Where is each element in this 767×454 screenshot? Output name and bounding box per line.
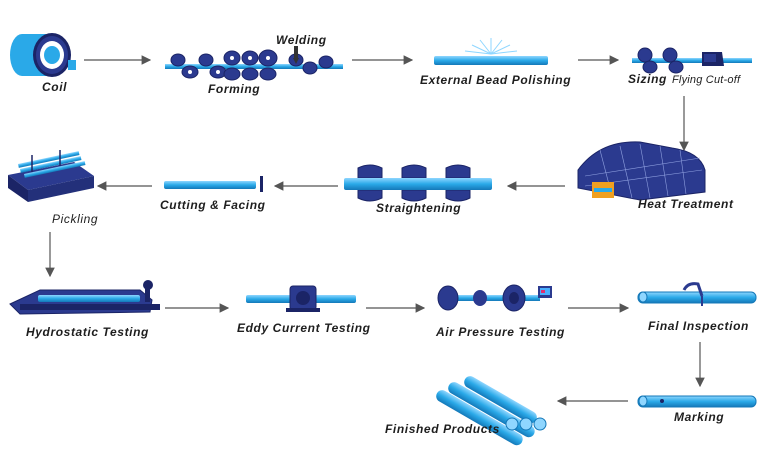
step-label-hydrostatic: Hydrostatic Testing — [26, 325, 149, 339]
step-label-eddy-current: Eddy Current Testing — [237, 321, 371, 335]
pipe-bundle-icon — [436, 376, 547, 446]
straightening-rolls-icon — [344, 164, 492, 202]
step-label-straightening: Straightening — [376, 201, 462, 215]
step-label-coil: Coil — [42, 80, 68, 94]
step-label-bead-polishing: External Bead Polishing — [420, 73, 572, 87]
forming-rolls-icon — [165, 49, 343, 81]
furnace-icon — [577, 141, 706, 201]
step-label-flying-cutoff: Flying Cut-off — [672, 74, 741, 86]
polishing-icon — [434, 38, 548, 65]
sizing-rolls-icon — [632, 47, 752, 74]
eddy-current-icon — [246, 285, 356, 312]
step-label-finished-products: Finished Products — [385, 422, 500, 436]
welding-torch-icon — [293, 46, 299, 64]
step-label-sizing: Sizing — [628, 72, 667, 86]
cutoff-saw-icon — [702, 52, 724, 66]
coil-icon — [10, 33, 76, 77]
inspection-clamp-icon — [637, 282, 757, 306]
cut-pipe-icon — [164, 176, 263, 192]
hydrotest-machine-icon — [9, 280, 160, 315]
air-pressure-icon — [437, 284, 552, 312]
step-label-pickling: Pickling — [52, 212, 99, 226]
step-label-air-pressure: Air Pressure Testing — [436, 325, 565, 339]
step-label-final-inspection: Final Inspection — [648, 319, 749, 333]
pickling-tank-icon — [8, 150, 94, 202]
flow-arrows — [45, 55, 705, 406]
step-label-cutting-facing: Cutting & Facing — [160, 198, 266, 212]
step-label-forming: Forming — [208, 82, 261, 96]
marked-pipe-icon — [637, 395, 757, 408]
step-label-welding: Welding — [276, 33, 327, 47]
step-label-marking: Marking — [674, 410, 725, 424]
step-label-heat-treatment: Heat Treatment — [638, 197, 734, 211]
